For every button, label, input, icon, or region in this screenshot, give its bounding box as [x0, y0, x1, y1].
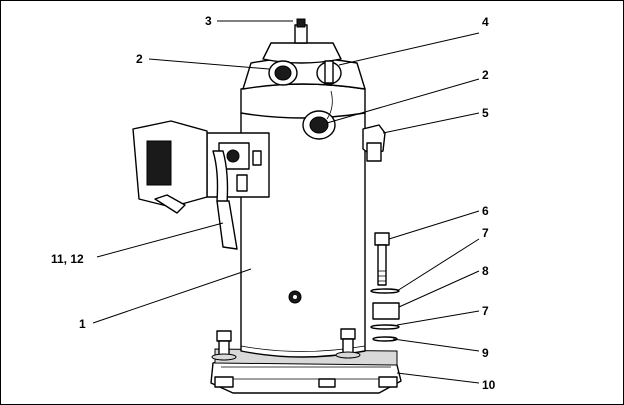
elbow-fitting	[362, 124, 386, 162]
top-cap	[262, 18, 342, 64]
callout-2-mid: 2	[482, 68, 489, 82]
callout-7-upper: 7	[482, 226, 489, 240]
callout-4: 4	[482, 15, 489, 29]
callout-9: 9	[482, 346, 489, 360]
callout-5: 5	[482, 106, 489, 120]
callout-8: 8	[482, 264, 489, 278]
mounting-bolts	[211, 328, 361, 361]
callout-2-top: 2	[136, 52, 143, 66]
exploded-washer-middle	[370, 324, 400, 330]
callout-3: 3	[205, 14, 212, 28]
callout-6: 6	[482, 204, 489, 218]
callout-7-lower: 7	[482, 304, 489, 318]
callout-11-12: 11, 12	[51, 252, 84, 266]
callout-10: 10	[482, 378, 496, 392]
schrader-fitting	[316, 60, 342, 85]
exploded-washer-lower	[372, 336, 398, 342]
suction-fitting-top	[268, 60, 298, 86]
compressor-shell	[240, 57, 366, 358]
terminal-box	[132, 120, 270, 250]
exploded-washer-upper	[370, 288, 400, 294]
exploded-spacer	[372, 302, 400, 320]
callout-1: 1	[79, 317, 86, 331]
exploded-bolt	[374, 232, 390, 286]
discharge-fitting	[302, 90, 336, 140]
leader-lines	[92, 20, 480, 384]
